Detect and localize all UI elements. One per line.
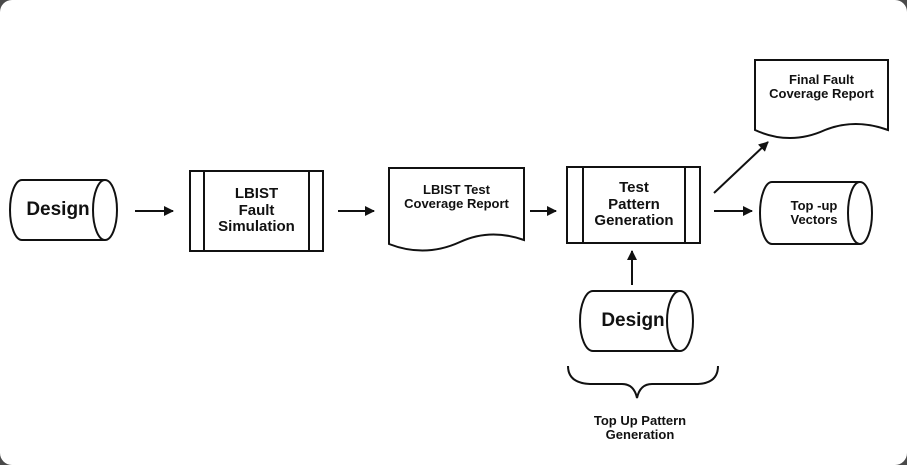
topup-vectors-cylinder [759,181,873,245]
group-label: Top Up Pattern Generation [593,412,687,442]
arrow-patgen-to-final [713,141,769,194]
lbist-report-label: LBIST Test Coverage Report [404,181,509,211]
design-input-cylinder [579,290,694,352]
lbist-report-doc [388,167,525,252]
design-source-cylinder [9,179,118,241]
pattern-gen-label: Test Pattern Generation [594,179,674,230]
design-input-label: Design [601,309,665,331]
final-report-label: Final Fault Coverage Report [769,71,874,101]
design-source-label: Design [26,198,90,220]
group-brace [567,365,719,399]
topup-vectors-label: Top -up Vectors [790,197,838,227]
lbist-sim-label: LBIST Fault Simulation [218,185,295,236]
lbist-sim-box [189,170,324,252]
final-report-doc [754,59,889,139]
pattern-gen-box [566,166,701,244]
